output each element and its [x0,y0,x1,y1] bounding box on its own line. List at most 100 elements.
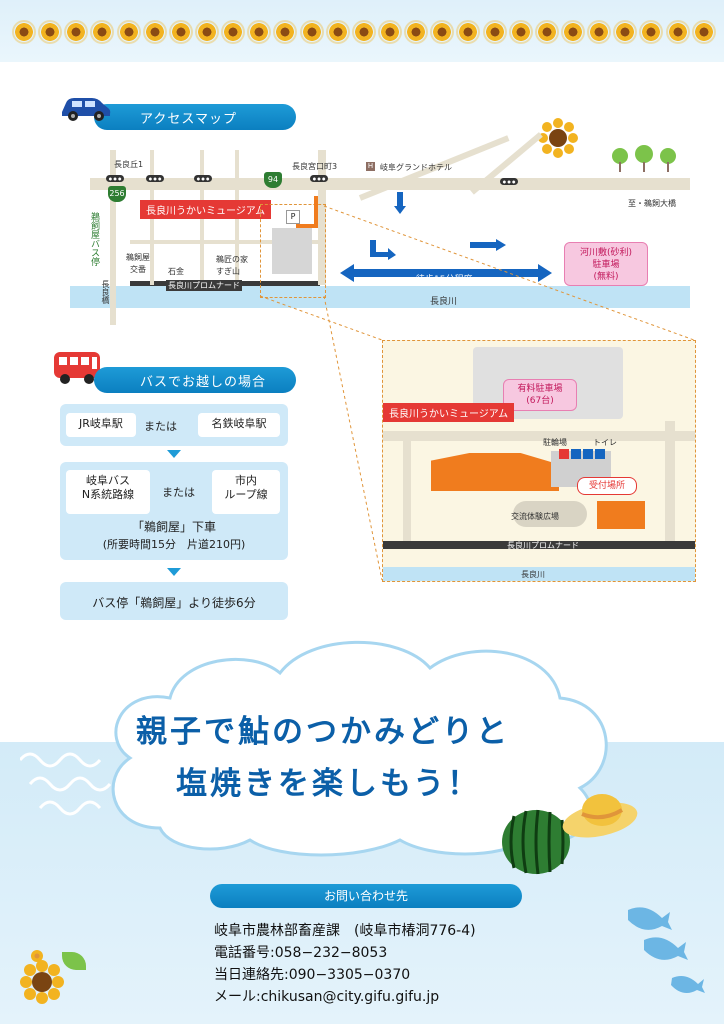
sunflower-icon [327,22,348,42]
leaf-icon [62,952,86,970]
label-ukaiya-2: 交番 [130,265,146,274]
reception-building [597,501,645,529]
riverbank-parking-box: 河川敷(砂利) 駐車場 (無料) [564,242,648,286]
bus-icon [52,350,102,386]
hotel-icon: H [366,162,375,171]
reception-tag: 受付場所 [577,477,637,495]
paid-parking-line-2: (67台) [526,396,554,406]
small-flower-icon [30,948,44,962]
gifu-bus-chip: 岐阜バス N系統路線 [66,470,150,514]
traffic-signal-icon [500,178,518,185]
museum-building [431,453,559,491]
sunflower-icon [458,22,479,42]
label-detail-promenade: 長良川プロムナード [507,541,579,550]
road-horizontal [130,240,320,244]
sunflower-icon [249,22,270,42]
contact-email[interactable]: メール:chikusan@city.gifu.gifu.jp [214,989,440,1005]
sunflower-icon [196,22,217,42]
route-256-sign: 256 [108,186,126,202]
headline-line-1: 親子で鮎のつかみどりと [136,714,510,750]
bus-route-box: 岐阜バス N系統路線 または 市内 ループ線 「鵜飼屋」下車 (所要時間15分 … [60,462,288,560]
sunflower-icon [432,22,453,42]
label-ishikin: 石金 [168,267,184,276]
sunflower-icon [40,22,61,42]
road-vertical [110,150,116,325]
detail-map: 有料駐車場 (67台) 長良川うかいミュージアム 交流体験広場 駐輪場 トイレ … [382,340,696,582]
accessible-icon [583,449,593,459]
label-walk: 徒歩15分程度 [416,275,473,285]
zoom-connector [259,205,695,581]
wave-decoration [20,752,112,816]
label-promenade: 長良川プロムナード [166,280,242,291]
parking-icon [571,449,581,459]
river-band [70,286,690,308]
sunflower-icon [275,22,296,42]
contact-phone: 電話番号:058−232−8053 [214,945,388,961]
museum-building [272,228,312,274]
paid-parking-box: 有料駐車場 (67台) [503,379,577,411]
down-arrow-icon [167,450,181,458]
walk-text: バス停「鵜飼屋」より徒歩6分 [92,596,256,610]
sunflower-icon [562,22,583,42]
paid-parking-line-1: 有料駐車場 [517,384,563,394]
sunflower-icon [693,22,714,42]
sunflower-icon [641,22,662,42]
label-plaza: 交流体験広場 [511,512,559,521]
sunflower-icon [353,22,374,42]
traffic-signal-icon [310,175,328,182]
traffic-signal-icon [194,175,212,182]
sunflower-icon [144,22,165,42]
sunflower-icon [20,960,64,1004]
label-ukai-ohashi: 至・鵜飼大橋 [628,199,676,208]
down-arrow-icon [167,568,181,576]
arrow-down-icon [394,192,406,214]
label-ukaiya-1: 鵜飼屋 [126,253,150,262]
arrow-turn-icon [368,240,398,260]
label-takumi-2: すぎ山 [216,267,240,276]
detail-museum-tag: 長良川うかいミュージアム [383,403,515,422]
sunflower-icon [510,22,531,42]
bus-section-header: バスでお越しの場合 [94,367,296,393]
sunflower-icon [170,22,191,42]
access-map-title: アクセスマップ [140,111,237,127]
sunflower-icon [66,22,87,42]
sunflower-icon [589,22,610,42]
loop-line-1: 市内 [235,474,257,487]
contact-header: お問い合わせ先 [210,884,522,908]
sunflower-icon [379,22,400,42]
or-text: または [162,486,195,499]
traffic-signal-icon [146,175,164,182]
detail-promenade [383,541,695,549]
bicycle-icon [559,449,569,459]
riverbank-line-3: (無料) [593,272,619,282]
parking-icon: P [286,210,300,224]
sunflower-icon [667,22,688,42]
straw-hat-icon [560,782,640,842]
gifu-bus-line-1: 岐阜バス [86,474,130,487]
access-map: 長良丘1 256 94 長良宮口町3 H 岐阜グランドホテル 長良川うかいミュー… [70,132,710,330]
contact-sameday: 当日連絡先:090−3305−0370 [214,967,411,983]
label-toilet: トイレ [593,438,617,447]
loop-line-chip: 市内 ループ線 [212,470,280,514]
riverbank-line-1: 河川敷(砂利) [579,248,633,258]
meitetsu-gifu-station: 名鉄岐阜駅 [198,413,280,437]
facility-icons [559,449,619,459]
sunflower-icon [118,22,139,42]
gifu-bus-line-2: N系統路線 [81,488,135,501]
watermelon-icon [500,806,572,876]
road-vertical [318,150,326,285]
toilet-icon [595,449,605,459]
loop-line-2: ループ線 [224,488,268,501]
label-nagaramiyaguchi: 長良宮口町3 [292,162,338,171]
label-river: 長良川 [430,297,458,307]
jr-gifu-station: JR岐阜駅 [66,413,136,437]
detail-road [383,431,695,441]
contact-department: 岐阜市農林部畜産課 (岐阜市椿洞776-4) [214,923,476,939]
headline-line-2: 塩焼きを楽しもう！ [176,766,482,802]
label-detail-river: 長良川 [521,570,545,579]
bus-section-title: バスでお越しの場合 [140,374,267,390]
plaza-area [513,501,587,527]
traffic-signal-icon [106,175,124,182]
detail-road [403,441,411,541]
cloud-shape [111,640,608,857]
